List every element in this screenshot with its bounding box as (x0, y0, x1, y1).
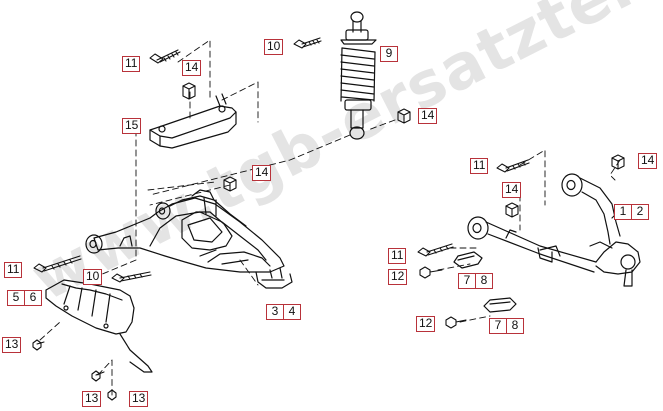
bolt-part-11-mid (417, 243, 454, 257)
upper-a-arm (467, 173, 641, 287)
bolt-part-11-left (33, 255, 82, 273)
part-label-15[interactable]: 15 (122, 118, 142, 134)
bolt-part-10-left (111, 271, 152, 283)
part-label-13[interactable]: 13 (82, 391, 102, 407)
part-label-11[interactable]: 11 (470, 158, 489, 174)
bolt-part-13-b (91, 370, 105, 382)
bracket-part-15 (149, 93, 237, 149)
bolt-part-10 (293, 37, 322, 49)
clip-part-7-8-b (483, 297, 517, 313)
part-label-11[interactable]: 11 (4, 262, 23, 278)
part-label-11[interactable]: 11 (122, 56, 141, 72)
nut-part-14-mid (505, 202, 519, 218)
nut-part-14 (182, 82, 196, 100)
part-label-14[interactable]: 14 (182, 60, 202, 76)
bolt-part-11 (149, 49, 181, 64)
nut-part-14-shock (397, 108, 411, 124)
part-label-10[interactable]: 10 (83, 269, 103, 285)
part-label-12[interactable]: 12 (388, 269, 408, 285)
part-label-14[interactable]: 14 (638, 153, 658, 169)
part-label-13[interactable]: 13 (2, 337, 22, 353)
part-label-14[interactable]: 14 (252, 165, 272, 181)
part-label-12[interactable]: 12 (416, 316, 436, 332)
nut-part-14-right (611, 154, 625, 170)
lower-a-arm (85, 189, 293, 289)
clip-part-7-8-a (453, 251, 483, 269)
part-label-9[interactable]: 9 (380, 46, 398, 62)
shock-absorber-part-9 (340, 11, 377, 140)
bolt-part-11-right (496, 159, 530, 173)
nut-part-14-arm (223, 176, 237, 192)
part-label-13[interactable]: 13 (129, 391, 149, 407)
assembly-guide-lines (39, 39, 621, 396)
part-label-14[interactable]: 14 (418, 108, 438, 124)
part-label-14[interactable]: 14 (502, 182, 522, 198)
bolt-part-13-c (107, 389, 117, 401)
skid-plate-part-5-6 (45, 279, 153, 373)
part-label-10[interactable]: 10 (264, 39, 284, 55)
screw-part-12-a (419, 266, 443, 279)
bolt-part-13-a (32, 339, 45, 351)
part-label-11[interactable]: 11 (388, 248, 407, 264)
screw-part-12-b (445, 316, 467, 329)
